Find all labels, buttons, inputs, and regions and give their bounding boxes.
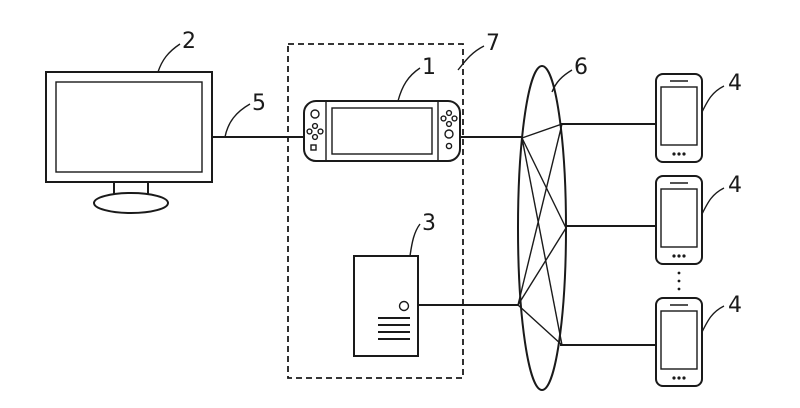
console-dpad xyxy=(306,122,324,141)
connection-lines xyxy=(212,123,656,346)
label-terminal-bottom: 4 xyxy=(728,293,742,318)
label-terminal-top: 4 xyxy=(728,71,742,96)
network-cloud xyxy=(517,65,567,391)
server xyxy=(353,255,419,357)
system-boundary-box xyxy=(287,43,464,379)
reference-numerals: 2 1 3 5 7 6 4 4 4 xyxy=(182,29,742,318)
label-cable: 5 xyxy=(252,91,266,116)
console-buttons xyxy=(440,109,458,128)
terminal-top xyxy=(655,73,703,163)
label-display: 2 xyxy=(182,29,196,54)
label-system-boundary: 7 xyxy=(486,31,500,56)
leader-lines xyxy=(157,43,725,333)
label-terminal-middle: 4 xyxy=(728,173,742,198)
display-monitor xyxy=(45,71,213,214)
terminal-ellipsis xyxy=(677,271,681,291)
label-game-console: 1 xyxy=(422,55,436,80)
label-server: 3 xyxy=(422,211,436,236)
terminal-bottom xyxy=(655,297,703,387)
label-network: 6 xyxy=(574,55,588,80)
terminal-middle xyxy=(655,175,703,265)
game-console xyxy=(303,100,461,162)
